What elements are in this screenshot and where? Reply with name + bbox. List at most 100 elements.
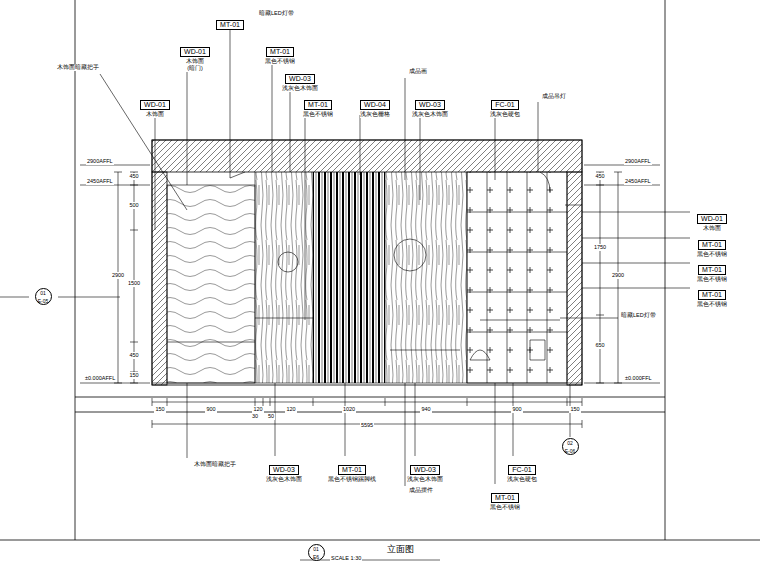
annotation: 2900 — [611, 272, 625, 279]
material-code: WD-01 — [697, 214, 727, 224]
annotation: 成品画 — [408, 68, 428, 75]
annotation: 1500 — [127, 280, 141, 287]
annotation: 150 — [128, 372, 139, 379]
material-name: 浅灰色木饰面 — [412, 111, 448, 118]
material-name: 木饰面 — [140, 111, 170, 118]
material-tag: MT-01黑色不锈钢 — [265, 40, 295, 65]
annotation: 2450AFFL — [624, 178, 652, 185]
annotation: ±0.000FFL — [624, 375, 653, 382]
material-code: WD-03 — [415, 100, 445, 110]
material-code: MT-01 — [698, 290, 726, 300]
material-tag: WD-03浅灰色木饰面 — [412, 93, 448, 118]
material-code: WD-01 — [140, 100, 170, 110]
material-name: 黑色不锈钢 — [697, 276, 727, 283]
code-row: WD-01 — [697, 207, 727, 225]
material-name: 浅灰色木饰面 — [282, 85, 318, 92]
material-name: 黑色不锈钢 — [697, 301, 727, 308]
code-row: MT-01 — [216, 13, 244, 31]
annotation: 450 — [594, 173, 605, 180]
material-code: MT-01 — [338, 465, 366, 475]
annotation: 30 — [251, 413, 259, 420]
material-code: WD-03 — [269, 465, 299, 475]
annotation: 120 — [285, 406, 296, 413]
material-name: 黑色不锈钢 — [490, 504, 520, 511]
section-callout: 01E-05 — [35, 288, 52, 305]
material-code: MT-01 — [491, 493, 519, 503]
material-tag: MT-01黑色不锈钢 — [303, 93, 333, 118]
material-name: 木饰面 — [180, 58, 210, 65]
code-row: WD-03 — [266, 458, 302, 476]
annotation: 木饰面暗藏把手 — [193, 461, 237, 468]
material-name: 浅灰色硬包 — [490, 111, 520, 118]
code-row: FC-01 — [490, 93, 520, 111]
callout-text: 01 — [36, 289, 51, 297]
material-code: WD-01 — [180, 47, 210, 57]
annotation: 2900 — [111, 272, 125, 279]
material-tag: WD-01木饰面(暗门) — [180, 40, 210, 72]
annotation: 450 — [128, 352, 139, 359]
annotation: 500 — [128, 202, 139, 209]
annotation: 5595 — [360, 422, 374, 429]
material-code: MT-01 — [698, 240, 726, 250]
annotation: SCALE 1:30 — [330, 555, 362, 562]
material-code: MT-01 — [216, 20, 244, 30]
callout-text: E-05 — [36, 297, 51, 305]
annotation: 1020 — [342, 406, 356, 413]
material-name: 木饰面 — [697, 225, 727, 232]
code-row: WD-03 — [412, 93, 448, 111]
material-name: 黑色不锈钢 — [303, 111, 333, 118]
material-code: WD-03 — [410, 465, 440, 475]
material-code: MT-01 — [304, 100, 332, 110]
material-name: 黑色不锈钢 — [697, 251, 727, 258]
material-code: WD-04 — [360, 100, 390, 110]
code-row: WD-01 — [140, 93, 170, 111]
material-name: 浅灰色硬包 — [507, 476, 537, 483]
code-row: MT-01 — [328, 458, 376, 476]
callout-text: E-06 — [563, 447, 578, 455]
callout-text: 01 — [309, 545, 324, 553]
material-tag: FC-01浅灰色硬包 — [490, 93, 520, 118]
annotation: 2900AFFL — [624, 158, 652, 165]
annotation: ±0.000AFFL — [84, 375, 116, 382]
section-callout: 02E-06 — [562, 438, 579, 455]
material-tag: MT-01 — [216, 13, 244, 31]
code-row: MT-01 — [490, 486, 520, 504]
code-row: WD-01 — [180, 40, 210, 58]
annotation: 120 — [252, 406, 263, 413]
material-tag: MT-01黑色不锈钢 — [490, 486, 520, 511]
drawing-title: 立面图 — [387, 544, 414, 555]
annotation: 2450AFFL — [86, 178, 114, 185]
material-tag: MT-01黑色不锈钢 — [697, 258, 727, 283]
material-tag: MT-01黑色不锈钢 — [697, 233, 727, 258]
material-tag: WD-03浅灰色木饰面 — [282, 67, 318, 92]
annotation: 2900AFFL — [86, 158, 114, 165]
code-row: WD-04 — [360, 93, 390, 111]
callout-text: 02 — [563, 439, 578, 447]
material-tag: WD-03浅灰色木饰面 — [266, 458, 302, 483]
material-code: MT-01 — [698, 265, 726, 275]
material-tag: WD-01木饰面 — [697, 207, 727, 232]
code-row: MT-01 — [303, 93, 333, 111]
code-row: MT-01 — [697, 283, 727, 301]
annotation: 暗藏LED灯带 — [258, 10, 295, 17]
material-tag: WD-03浅灰色木饰面 — [407, 458, 443, 483]
material-name: 浅灰色栅格 — [360, 111, 390, 118]
material-name: 黑色不锈钢踢脚线 — [328, 476, 376, 483]
material-tag: MT-01黑色不锈钢踢脚线 — [328, 458, 376, 483]
material-name: 浅灰色木饰面 — [266, 476, 302, 483]
material-tag: WD-01木饰面 — [140, 93, 170, 118]
section-callout: 01E6 — [308, 544, 325, 561]
code-row: MT-01 — [265, 40, 295, 58]
annotation: 50 — [267, 413, 275, 420]
material-name: 浅灰色木饰面 — [407, 476, 443, 483]
annotation: 1750 — [593, 244, 607, 251]
material-code: MT-01 — [266, 47, 294, 57]
code-row: WD-03 — [407, 458, 443, 476]
material-tag: FC-01浅灰色硬包 — [507, 458, 537, 483]
annotation: 940 — [420, 406, 431, 413]
annotation: 900 — [511, 406, 522, 413]
code-row: MT-01 — [697, 258, 727, 276]
material-tag: WD-04浅灰色栅格 — [360, 93, 390, 118]
annotation: 暗藏LED灯带 — [620, 312, 657, 319]
